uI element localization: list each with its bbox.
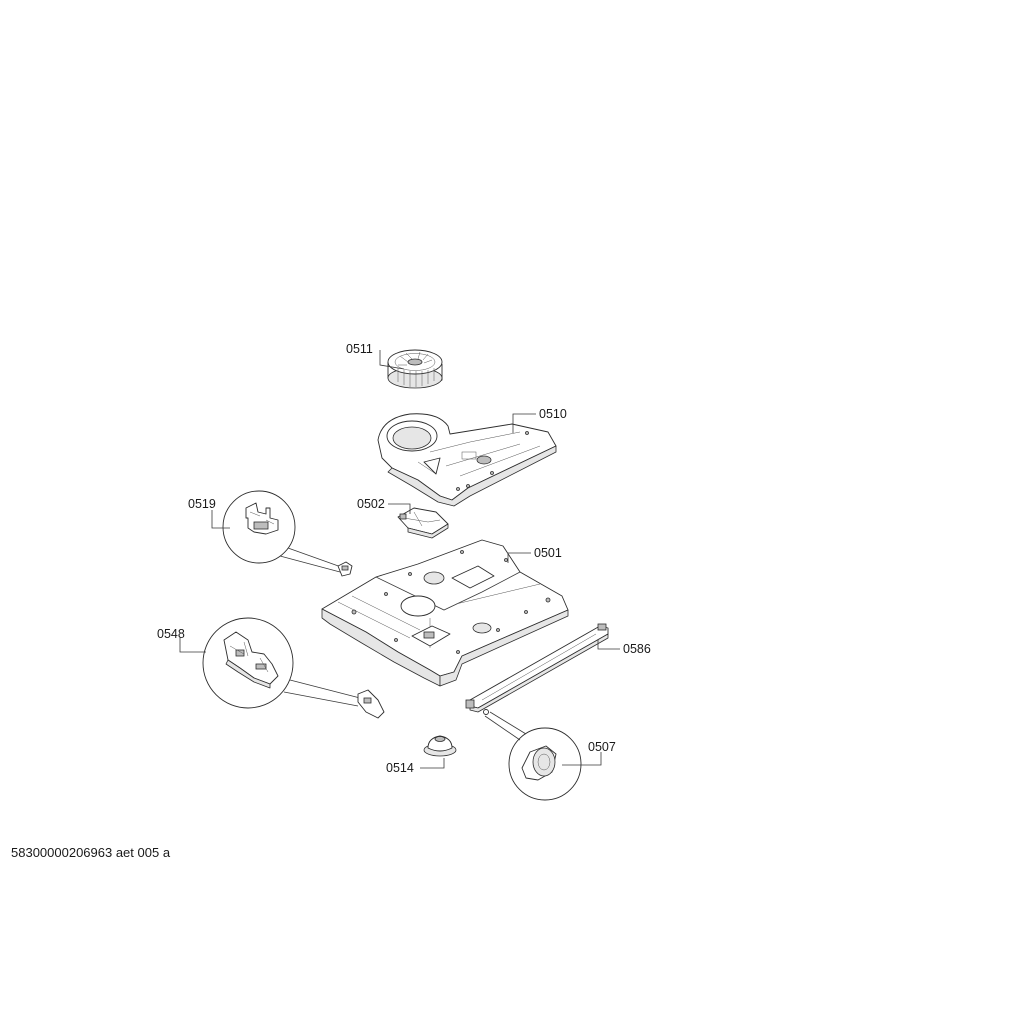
switch-icon[interactable] [245,502,353,577]
part-label-0548: 0548 [157,627,185,641]
fan-cover-icon[interactable] [377,413,557,507]
callout-0586: 0586 [597,640,651,656]
rail-icon[interactable] [465,623,609,713]
door-lock-icon[interactable] [223,631,385,719]
callout-0514: 0514 [386,758,445,775]
part-label-0507: 0507 [588,740,616,754]
callout-0511: 0511 [346,342,405,370]
part-label-0501: 0501 [534,546,562,560]
fan-wheel-icon[interactable] [387,349,443,389]
part-label-0511: 0511 [346,342,373,356]
callout-0501: 0501 [507,546,562,563]
foot-icon[interactable] [423,735,457,757]
part-label-0519: 0519 [188,497,216,511]
switch-zoom-circle [222,490,345,573]
cap-icon[interactable] [483,709,557,781]
base-plate-icon[interactable] [321,539,569,687]
callout-0507: 0507 [562,740,616,766]
bracket-icon[interactable] [397,507,449,539]
callout-0548: 0548 [157,627,206,653]
document-id: 58300000206963 aet 005 a [11,845,171,860]
part-label-0586: 0586 [623,642,651,656]
callout-0510: 0510 [512,407,567,433]
callout-0502: 0502 [357,497,411,514]
part-label-0510: 0510 [539,407,567,421]
part-label-0514: 0514 [386,761,414,775]
part-label-0502: 0502 [357,497,385,511]
callout-0519: 0519 [188,497,230,529]
